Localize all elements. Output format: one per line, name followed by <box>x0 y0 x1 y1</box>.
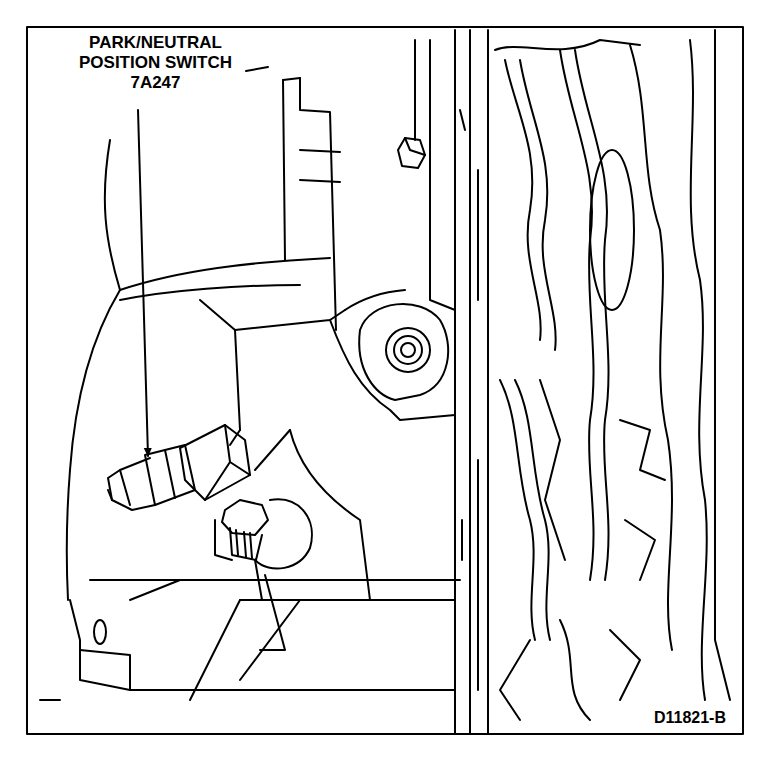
case-bolt <box>398 138 425 168</box>
transmission-case <box>40 40 460 700</box>
leader-line <box>246 67 268 71</box>
valve-body <box>455 30 730 734</box>
hex-bolt <box>215 499 312 650</box>
park-neutral-switch <box>108 425 250 510</box>
part-number: 7A247 <box>68 73 243 93</box>
manual-shaft-boss <box>359 304 448 400</box>
leader-arrow <box>138 110 148 456</box>
figure-code: D11821-B <box>654 708 726 728</box>
frame <box>27 27 743 734</box>
part-name: PARK/NEUTRAL POSITION SWITCH <box>68 33 243 73</box>
